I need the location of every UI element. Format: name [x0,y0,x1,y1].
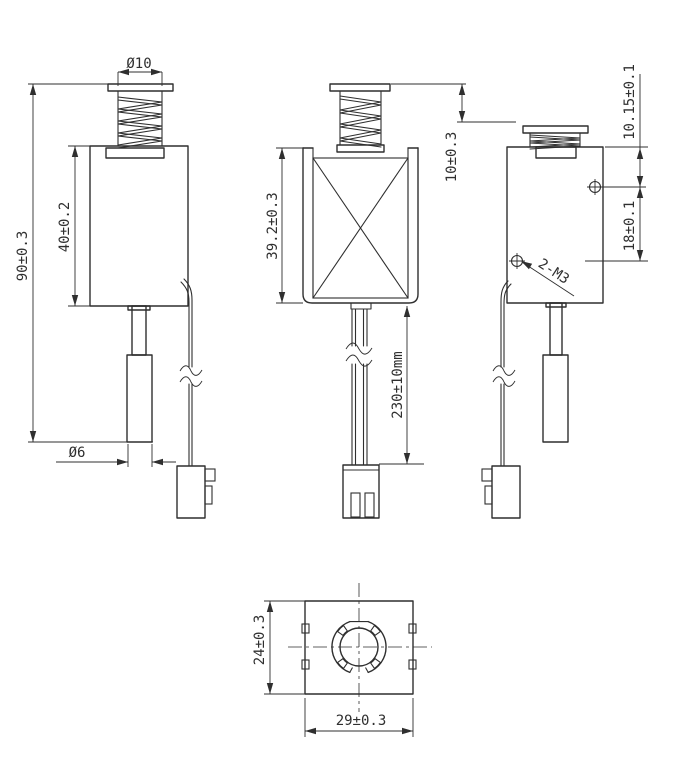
front-plunger [126,305,153,443]
dim-frame-height-label: 39.2±0.3 [265,192,281,259]
bottom-edge-tabs [301,623,417,670]
front-connector [176,465,216,519]
bottom-centerlines [288,583,432,712]
front-spring-flange [107,83,174,92]
dim-base-depth: 24±0.3 [252,600,305,695]
dim-base-depth-label: 24±0.3 [252,615,268,666]
dim-stroke-travel-label: 10±0.3 [444,132,460,183]
dim-frame-height: 39.2±0.3 [265,147,303,304]
side-view: 39.2±0.3 10±0.3 230±10mm [265,83,516,519]
side-wire-break-symbol [345,342,373,367]
dim-overall-height: 90±0.3 [15,83,153,443]
side-spring [339,90,382,148]
dim-spring-od: Ø10 [117,56,163,86]
front-wire-break-symbol [179,365,203,387]
dim-plunger-diameter-label: Ø6 [69,445,86,461]
dim-stroke-travel: 10±0.3 [391,83,516,183]
side-coil [312,157,409,299]
front-spring-seat [105,147,165,159]
front-body [89,145,189,307]
dim-hole-to-top-label: 10.15±0.1 [622,64,638,140]
side-wire-tab [350,302,372,310]
rear-mounting-hole-upper [587,179,603,195]
dim-lead-length-label: 230±10mm [390,351,406,418]
side-lead-wires [345,308,373,466]
dim-mounting-thread: 2-M3 [519,256,575,297]
dim-plunger-diameter: Ø6 [56,444,176,467]
side-spring-seat [336,144,385,153]
rear-mounting-hole-lower [509,253,525,269]
dim-body-height-label: 40±0.2 [57,202,73,253]
dim-lead-length: 230±10mm [379,306,424,465]
side-frame [302,147,419,304]
dim-hole-chain: 10.15±0.1 18±0.1 [585,64,648,262]
rear-spring [529,132,581,150]
side-connector [342,464,380,519]
front-lead-wire [179,278,203,467]
dim-body-height: 40±0.2 [57,145,90,307]
side-spring-flange [329,83,391,92]
dim-spring-od-label: Ø10 [126,56,151,72]
dim-overall-height-label: 90±0.3 [15,231,31,282]
rear-connector [481,465,521,519]
front-view: Ø10 40±0.2 90±0.3 Ø6 [15,56,216,519]
bottom-plunger-bore [331,620,387,674]
rear-wire-break-symbol [492,365,516,387]
rear-spring-flange [522,125,589,134]
dim-base-width-label: 29±0.3 [336,713,387,729]
rear-plunger [542,302,569,443]
rear-view: 10.15±0.1 18±0.1 2-M3 [481,64,648,519]
dim-hole-spacing-label: 18±0.1 [622,201,638,252]
rear-lead-wire [492,280,516,467]
bottom-view: 24±0.3 29±0.3 [252,583,432,737]
bottom-clip-tabs [336,624,382,670]
dim-base-width: 29±0.3 [304,698,414,737]
front-spring [117,90,163,149]
